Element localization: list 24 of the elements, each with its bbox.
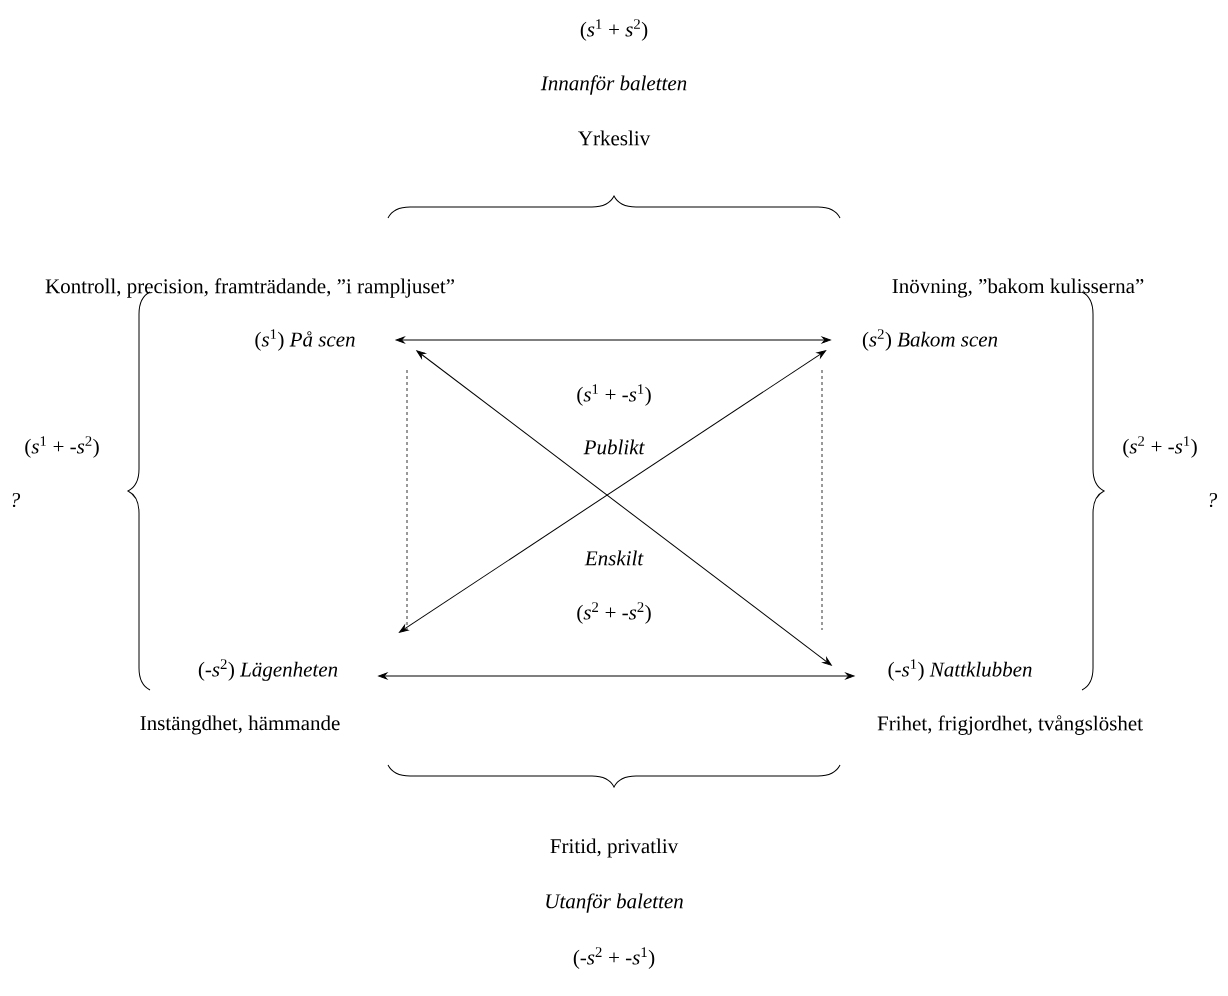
formula-text: (-s$^{2}$ + -s$^{1}$) bbox=[573, 947, 655, 969]
term-label: (s$^{2}$) Bakom scen bbox=[862, 329, 998, 351]
description-text: Frihet, frigjordhet, tvångslöshet bbox=[877, 715, 1143, 735]
heading: Innanför baletten bbox=[540, 75, 687, 95]
axis-label: Publikt bbox=[583, 439, 645, 455]
formula-text: (s$^{2}$ + -s$^{2}$) bbox=[577, 602, 651, 624]
description-text: Inövning, ”bakom kulisserna” bbox=[892, 278, 1144, 298]
heading: Utanför baletten bbox=[546, 893, 683, 913]
heading: Fritid, privatliv bbox=[550, 838, 679, 858]
formula-text: (s$^{1}$ + s$^{2}$) bbox=[580, 19, 648, 41]
formula-text: (s$^{1}$ + -s$^{1}$) bbox=[577, 384, 651, 406]
term-label: (s$^{1}$) På scen bbox=[255, 329, 355, 351]
heading: Yrkesliv bbox=[578, 130, 651, 146]
description-text: Instängdhet, hämmande bbox=[140, 715, 340, 735]
term-label: (-s$^{1}$) Nattklubben bbox=[888, 659, 1032, 681]
formula-text: (s$^{2}$ + -s$^{1}$) bbox=[1123, 436, 1197, 458]
arrow bbox=[395, 336, 831, 344]
question-mark: ? bbox=[12, 492, 21, 508]
term-label: (-s$^{2}$) Lägenheten bbox=[198, 659, 338, 681]
question-mark: ? bbox=[1209, 492, 1218, 508]
axis-label: Enskilt bbox=[584, 550, 644, 566]
arrow bbox=[378, 672, 855, 680]
formula-text: (s$^{1}$ + -s$^{2}$) bbox=[25, 436, 99, 458]
description-text: Kontroll, precision, framträdande, ”i rampljuset” bbox=[45, 278, 454, 298]
